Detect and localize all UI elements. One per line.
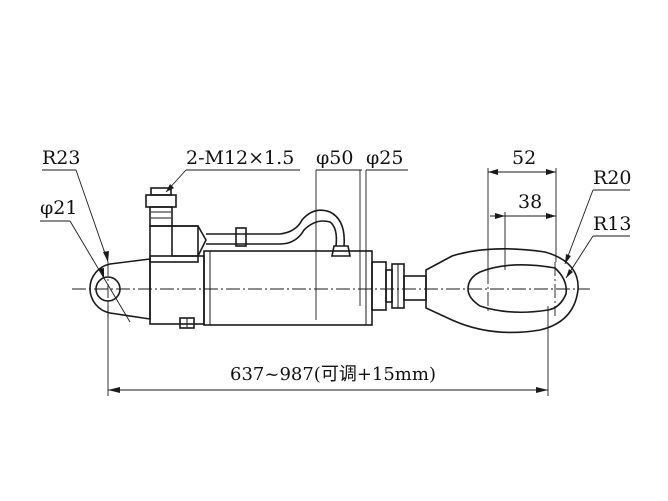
gland: [371, 261, 427, 311]
right-eye: [425, 248, 579, 334]
label-phi50: φ50: [316, 147, 353, 169]
label-r20: R20: [593, 167, 631, 189]
oil-tube: [206, 209, 351, 257]
label-dim52: 52: [512, 147, 536, 169]
label-phi21: φ21: [40, 197, 77, 219]
label-dim38: 38: [518, 191, 542, 213]
label-overall-length: 637~987(可调+15mm): [230, 364, 436, 385]
port-fitting: [145, 187, 207, 263]
label-thread: 2-M12×1.5: [186, 147, 294, 169]
label-phi25: φ25: [366, 147, 403, 169]
label-r13: R13: [593, 213, 631, 235]
right-eye-slot: [467, 264, 568, 314]
label-r23: R23: [42, 147, 80, 169]
